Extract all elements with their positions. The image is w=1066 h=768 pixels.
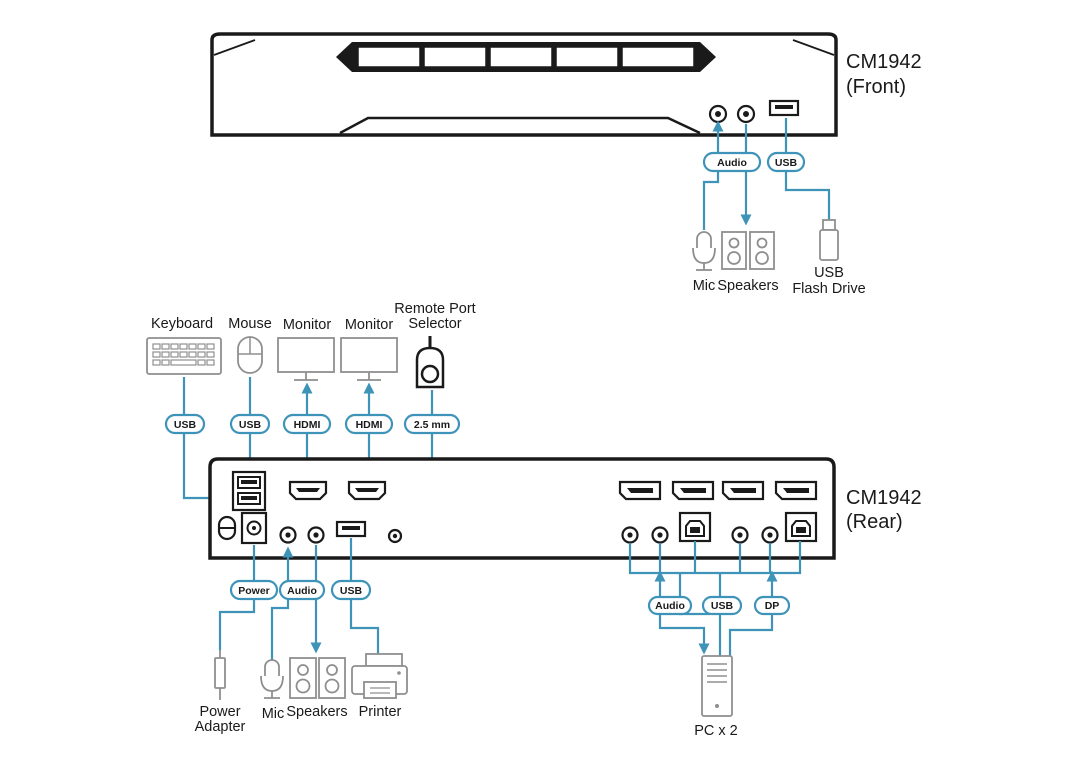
svg-text:HDMI: HDMI bbox=[294, 419, 321, 431]
flash-drive-label-line2: Flash Drive bbox=[792, 281, 865, 297]
flash-drive-label-line1: USB bbox=[814, 265, 844, 281]
badge-front-audio: Audio bbox=[702, 151, 762, 173]
badge-remote-jack: 2.5 mm bbox=[403, 413, 461, 435]
svg-text:USB: USB bbox=[711, 600, 734, 612]
pc-label: PC x 2 bbox=[694, 723, 738, 739]
rear-mic-label: Mic bbox=[262, 706, 285, 722]
printer-icon bbox=[351, 653, 408, 699]
rear-microphone-icon bbox=[260, 659, 284, 699]
rear-model-title: CM1942 bbox=[846, 487, 922, 509]
badge-keyboard-usb: USB bbox=[164, 413, 206, 435]
front-view-title: (Front) bbox=[846, 76, 906, 98]
remote-selector-label-line1: Remote Port bbox=[394, 301, 475, 317]
badge-printer-usb: USB bbox=[330, 579, 372, 601]
mouse-icon bbox=[237, 336, 263, 374]
power-adapter-label-line1: Power bbox=[199, 704, 240, 720]
rear-usb-stack bbox=[231, 470, 267, 512]
badge-pc-dp: DP bbox=[753, 595, 791, 616]
rear-speakers-icon bbox=[289, 657, 346, 699]
rear-power-switch bbox=[217, 515, 237, 541]
rear-speakers-label: Speakers bbox=[286, 704, 347, 720]
front-speakers-icon bbox=[721, 231, 775, 270]
pc-tower-icon bbox=[701, 655, 733, 717]
badge-rear-audio: Audio bbox=[278, 579, 326, 601]
rear-view-title: (Rear) bbox=[846, 511, 903, 533]
front-microphone-icon bbox=[692, 231, 716, 271]
svg-text:Audio: Audio bbox=[655, 600, 685, 612]
svg-text:USB: USB bbox=[174, 419, 197, 431]
svg-text:2.5 mm: 2.5 mm bbox=[414, 419, 450, 431]
keyboard-label: Keyboard bbox=[151, 316, 213, 332]
rear-dc-jack bbox=[240, 511, 268, 545]
badge-monitor2-hdmi: HDMI bbox=[344, 413, 394, 435]
svg-text:HDMI: HDMI bbox=[356, 419, 383, 431]
front-mic-label: Mic bbox=[693, 278, 716, 294]
front-unit bbox=[210, 32, 838, 137]
badge-pc-audio: Audio bbox=[647, 595, 693, 616]
rear-hdmi-port-1 bbox=[288, 480, 328, 501]
svg-text:USB: USB bbox=[239, 419, 262, 431]
badge-monitor1-hdmi: HDMI bbox=[282, 413, 332, 435]
remote-selector-label-line2: Selector bbox=[408, 316, 461, 332]
rear-unit bbox=[208, 457, 836, 560]
rear-dp-port-3 bbox=[721, 480, 765, 501]
front-model-title: CM1942 bbox=[846, 51, 922, 73]
badge-mouse-usb: USB bbox=[229, 413, 271, 435]
badge-front-usb: USB bbox=[766, 151, 806, 173]
front-cables bbox=[702, 118, 831, 230]
mouse-label: Mouse bbox=[228, 316, 272, 332]
svg-text:Power: Power bbox=[238, 585, 270, 597]
power-adapter-label-line2: Adapter bbox=[195, 719, 246, 735]
monitor-1-label: Monitor bbox=[283, 317, 332, 333]
printer-label: Printer bbox=[359, 704, 402, 720]
rear-hdmi-port-2 bbox=[347, 480, 387, 501]
power-adapter-icon bbox=[214, 650, 226, 700]
svg-text:USB: USB bbox=[340, 585, 363, 597]
pc2-usb-b-port bbox=[784, 511, 818, 543]
pc1-usb-b-port bbox=[678, 511, 712, 543]
monitor-2-label: Monitor bbox=[345, 317, 394, 333]
badge-power: Power bbox=[229, 579, 279, 601]
svg-text:DP: DP bbox=[765, 600, 780, 612]
monitor-2-icon bbox=[340, 337, 398, 381]
remote-selector-icon bbox=[415, 336, 445, 389]
svg-text:Audio: Audio bbox=[287, 585, 317, 597]
rear-dp-port-4 bbox=[774, 480, 818, 501]
flash-drive-icon bbox=[819, 219, 839, 261]
badge-pc-usb: USB bbox=[701, 595, 743, 616]
keyboard-icon bbox=[146, 337, 222, 375]
rear-dp-port-2 bbox=[671, 480, 715, 501]
rear-dp-port-1 bbox=[618, 480, 662, 501]
svg-text:Audio: Audio bbox=[717, 157, 747, 169]
front-speakers-label: Speakers bbox=[717, 278, 778, 294]
svg-text:USB: USB bbox=[775, 157, 798, 169]
monitor-1-icon bbox=[277, 337, 335, 381]
